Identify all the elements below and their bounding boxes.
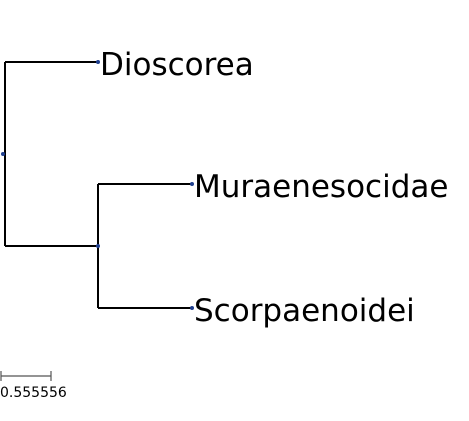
leaf-node-muraenesocidae[interactable] bbox=[190, 182, 194, 186]
scale-bar: 0.555556 bbox=[0, 371, 67, 401]
leaf-node-scorpaenoidei[interactable] bbox=[190, 306, 194, 310]
leaf-label-scorpaenoidei: Scorpaenoidei bbox=[194, 293, 415, 329]
leaf-label-dioscorea: Dioscorea bbox=[100, 47, 254, 83]
leaf-node-dioscorea[interactable] bbox=[96, 60, 100, 64]
scale-bar-label: 0.555556 bbox=[0, 385, 67, 401]
root-node[interactable] bbox=[1, 152, 5, 156]
inner-node[interactable] bbox=[96, 244, 100, 248]
leaf-label-muraenesocidae: Muraenesocidae bbox=[194, 169, 448, 205]
